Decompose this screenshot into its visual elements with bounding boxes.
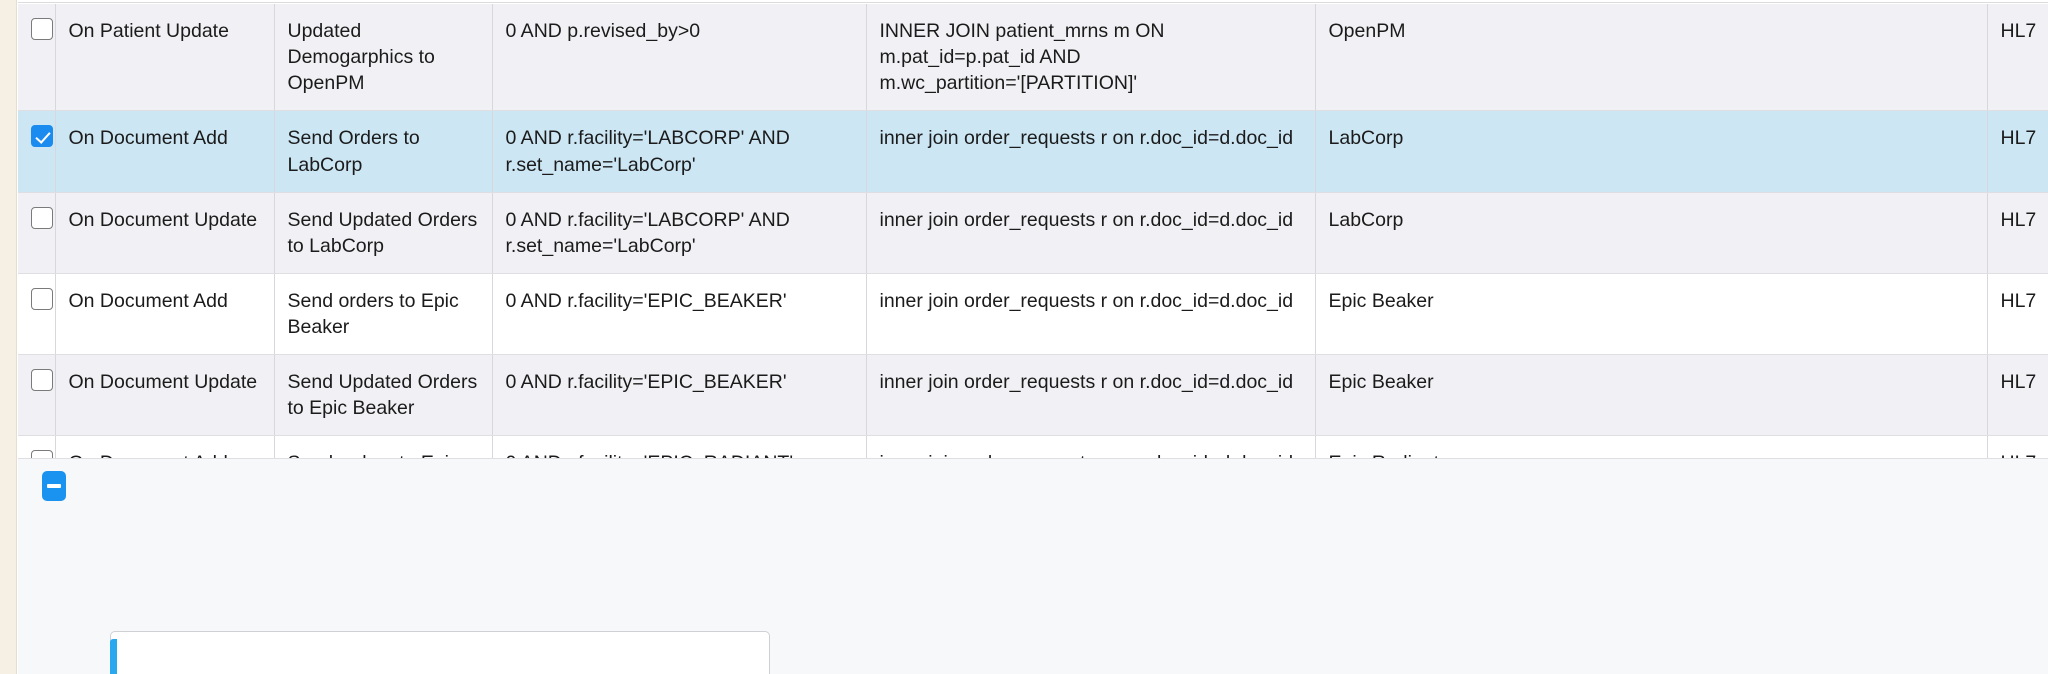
- checkbox-checked-icon[interactable]: [31, 125, 53, 148]
- collapse-toggle-button[interactable]: [42, 471, 66, 501]
- grid-top-edge: [18, 0, 2048, 3]
- row-select-cell[interactable]: [18, 4, 56, 112]
- message-type-cell: HL7: [1987, 273, 2048, 356]
- source-cell: Epic Beaker: [1315, 354, 1988, 437]
- checkbox-unchecked-icon[interactable]: [31, 206, 53, 229]
- source-cell: OpenPM: [1315, 4, 1988, 112]
- row-select-cell[interactable]: [18, 354, 56, 437]
- detail-subpanel: [110, 631, 770, 674]
- rule-name-cell: Send orders to Epic Beaker: [274, 273, 493, 356]
- condition-cell: 0 AND p.revised_by>0: [492, 4, 867, 112]
- rule-name-cell: Updated Demogarphics to OpenPM: [274, 4, 493, 112]
- join-clause-cell: inner join order_requests r on r.doc_id=…: [866, 110, 1316, 193]
- source-cell: LabCorp: [1315, 110, 1988, 193]
- grid-footer-band: [18, 458, 2048, 674]
- rule-name-cell: Send Updated Orders to Epic Beaker: [274, 354, 493, 437]
- event-cell: On Document Add: [55, 110, 275, 193]
- join-clause-cell: inner join order_requests r on r.doc_id=…: [866, 273, 1316, 356]
- source-cell: Epic Beaker: [1315, 273, 1988, 356]
- message-type-cell: HL7: [1987, 192, 2048, 274]
- message-type-cell: HL7: [1987, 110, 2048, 193]
- join-clause-cell: inner join order_requests r on r.doc_id=…: [866, 192, 1316, 274]
- source-cell: LabCorp: [1315, 192, 1988, 274]
- message-type-cell: HL7: [1987, 354, 2048, 437]
- row-select-cell[interactable]: [18, 273, 56, 356]
- condition-cell: 0 AND r.facility='LABCORP' AND r.set_nam…: [492, 192, 867, 274]
- checkbox-unchecked-icon[interactable]: [31, 18, 53, 40]
- condition-cell: 0 AND r.facility='LABCORP' AND r.set_nam…: [492, 110, 867, 193]
- rule-name-cell: Send Updated Orders to LabCorp: [274, 192, 493, 274]
- join-clause-cell: inner join order_requests r on r.doc_id=…: [866, 354, 1316, 437]
- event-cell: On Patient Update: [55, 4, 275, 112]
- event-cell: On Document Update: [55, 354, 275, 437]
- condition-cell: 0 AND r.facility='EPIC_BEAKER': [492, 354, 867, 437]
- page-left-margin: [0, 0, 17, 674]
- row-select-cell[interactable]: [18, 192, 56, 274]
- event-cell: On Document Add: [55, 273, 275, 356]
- detail-subpanel-accent-bar: [110, 639, 117, 674]
- message-type-cell: HL7: [1987, 4, 2048, 112]
- checkbox-unchecked-icon[interactable]: [31, 369, 53, 392]
- checkbox-unchecked-icon[interactable]: [31, 287, 53, 310]
- rule-name-cell: Send Orders to LabCorp: [274, 110, 493, 193]
- join-clause-cell: INNER JOIN patient_mrns m ON m.pat_id=p.…: [866, 4, 1316, 112]
- condition-cell: 0 AND r.facility='EPIC_BEAKER': [492, 273, 867, 356]
- event-cell: On Document Update: [55, 192, 275, 274]
- row-select-cell[interactable]: [18, 110, 56, 193]
